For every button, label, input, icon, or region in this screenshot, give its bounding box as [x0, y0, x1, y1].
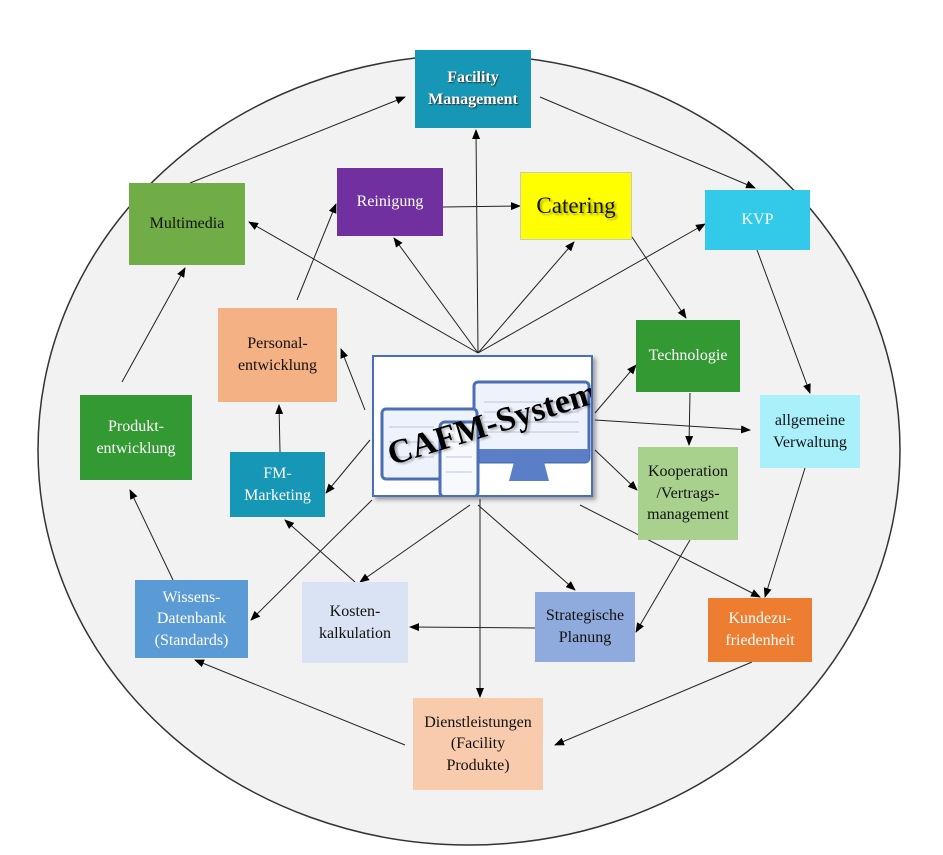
kosten-line2: kalkulation	[319, 624, 391, 642]
arrow	[359, 504, 471, 583]
strategische-line1: Strategische	[545, 607, 625, 625]
arrow	[129, 489, 174, 581]
arrows	[121, 96, 811, 746]
arrow	[121, 267, 186, 383]
verwaltung-line1: allgemeine	[774, 411, 846, 429]
marketing-line1: FM-	[263, 464, 292, 482]
arrow	[594, 364, 637, 414]
produkt-line1: Produkt-	[108, 417, 164, 435]
kvp-label: KVP	[741, 211, 774, 229]
cafm-system-center: CAFM-System	[372, 355, 593, 497]
node-wissensdatenbank: Wissens- Datenbank (Standards)	[135, 580, 248, 658]
arrow	[594, 449, 638, 491]
arrow	[250, 499, 373, 621]
arrow	[477, 223, 706, 354]
verwaltung-line2: Verwaltung	[773, 433, 847, 451]
arrow	[472, 129, 481, 354]
arrow	[275, 404, 284, 453]
marketing-line2: Marketing	[244, 486, 311, 504]
node-produktentwicklung: Produkt-entwicklung	[80, 395, 192, 480]
catering-label: Catering	[536, 193, 616, 219]
arrow	[284, 519, 356, 583]
arrow	[340, 348, 366, 411]
node-catering: Catering	[520, 172, 632, 240]
arrow	[554, 661, 753, 746]
facility-line2: Management	[428, 91, 518, 108]
wissens-line3: (Standards)	[154, 631, 229, 649]
arrow	[194, 659, 406, 746]
kunden-line2: friedenheit	[725, 632, 795, 649]
node-multimedia: Multimedia	[129, 183, 245, 265]
node-fm-marketing: FM- Marketing	[230, 452, 325, 517]
arrow	[296, 203, 337, 301]
node-reinigung: Reinigung	[337, 168, 443, 236]
node-kostenkalkulation: Kosten-kalkulation	[302, 582, 408, 663]
arrow	[579, 504, 761, 598]
wissens-line2: Datenbank	[156, 610, 227, 628]
arrow	[763, 467, 806, 598]
dienst-line1: Dienstleistungen	[424, 713, 532, 731]
arrow	[248, 221, 479, 354]
reinigung-label: Reinigung	[356, 193, 424, 211]
dienst-line2: (Facility	[450, 735, 506, 753]
multimedia-label: Multimedia	[149, 215, 225, 233]
devices-illustration	[380, 380, 591, 495]
arrow	[631, 236, 687, 319]
kosten-line1: Kosten-	[329, 602, 381, 620]
node-kooperation: Kooperation/Vertrags-management	[638, 447, 738, 540]
node-kvp: KVP	[705, 190, 810, 250]
arrow	[635, 539, 691, 633]
node-kundenzufriedenheit: Kundezu-friedenheit	[708, 598, 812, 662]
kunden-line1: Kundezu-	[728, 610, 792, 628]
node-personalentwicklung: Personal-entwicklung	[218, 308, 337, 402]
arrow	[477, 241, 575, 354]
technologie-label: Technologie	[648, 347, 728, 365]
kooperation-line1: Kooperation	[648, 463, 728, 481]
personal-line2: entwicklung	[237, 357, 318, 374]
kooperation-line3: management	[647, 506, 729, 524]
arrow	[756, 249, 811, 394]
arrow	[393, 237, 479, 354]
wissens-line1: Wissens-	[162, 588, 221, 606]
personal-line1: Personal-	[247, 335, 308, 353]
dienst-line3: Produkte)	[446, 756, 510, 774]
arrow	[325, 439, 371, 494]
arrow	[685, 392, 694, 446]
facility-line1: Facility	[447, 69, 499, 87]
arrow	[477, 504, 576, 591]
arrow	[594, 419, 751, 434]
arrow	[539, 96, 756, 189]
strategische-line2: Planung	[558, 629, 612, 646]
produkt-line2: entwicklung	[96, 439, 176, 457]
arrow	[409, 623, 536, 632]
node-technologie: Technologie	[636, 320, 740, 392]
arrow	[442, 202, 521, 211]
kooperation-line2: /Vertrags-	[656, 484, 720, 502]
arrow	[189, 96, 406, 184]
